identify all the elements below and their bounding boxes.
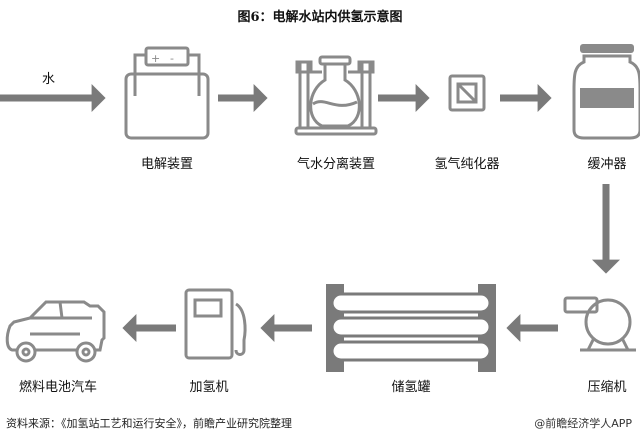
node-label-separator: 气水分离装置	[296, 157, 375, 172]
diagram-title: 图6：电解水站内供氢示意图	[237, 10, 403, 25]
svg-text:-: -	[170, 52, 174, 65]
node-label-buffer: 缓冲器	[587, 157, 627, 172]
node-label-storage: 储氢罐	[391, 380, 431, 395]
buffer-jar-icon	[572, 44, 640, 140]
storage-tank-icon	[326, 284, 496, 372]
source-note: 资料来源：《加氢站工艺和运行安全》，前瞻产业研究院整理	[6, 417, 292, 430]
node-label-vehicle: 燃料电池汽车	[18, 380, 97, 395]
car-icon	[5, 300, 106, 363]
purifier-icon	[448, 74, 486, 112]
flask-separator-icon	[294, 55, 378, 136]
electrolyzer-icon: + -	[124, 46, 210, 140]
fuel-dispenser-icon	[184, 288, 247, 360]
water-input-label: 水	[42, 72, 56, 87]
node-label-electrolyzer: 电解装置	[140, 157, 193, 172]
svg-text:+: +	[151, 52, 160, 65]
node-label-purifier: 氢气纯化器	[434, 157, 500, 172]
node-label-dispenser: 加氢机	[189, 380, 229, 395]
node-label-compressor: 压缩机	[587, 380, 627, 395]
compressor-icon	[563, 296, 636, 352]
credit-watermark: @前瞻经济学人APP	[534, 417, 632, 430]
